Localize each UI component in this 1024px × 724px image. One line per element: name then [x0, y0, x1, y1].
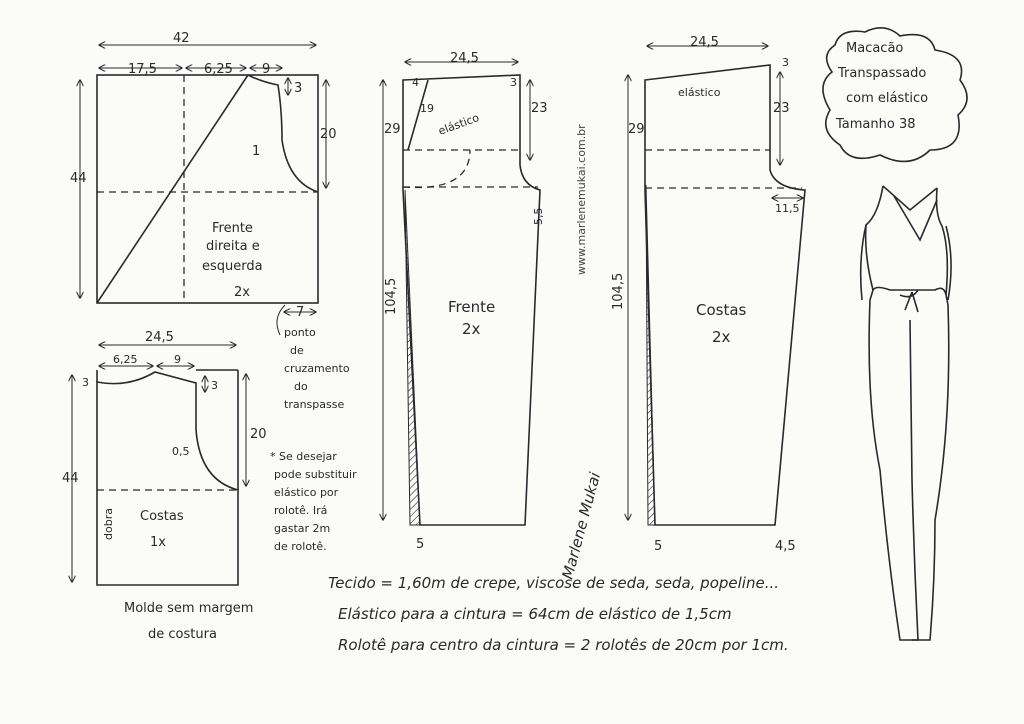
back-bodice-armhole-height: 20 — [250, 427, 267, 442]
back-pants-width: 24,5 — [690, 35, 719, 50]
title-cloud-2: com elástico — [846, 91, 928, 106]
back-pants-right: 3 — [782, 56, 789, 69]
front-bottom: 7 — [296, 305, 304, 320]
front-pants-count: 2x — [462, 320, 481, 338]
front-drop: 3 — [294, 81, 302, 96]
back-bodice-shoulder-drop: 3 — [211, 379, 218, 392]
elastic-note: Elástico para a cintura = 64cm de elásti… — [338, 605, 732, 623]
front-seg1: 17,5 — [128, 62, 157, 77]
front-pants-left: 4 — [412, 76, 419, 89]
jumpsuit-illustration-icon — [859, 185, 952, 641]
rolote-note-3: rolotê. Irá — [274, 504, 327, 517]
back-bodice-mark: 0,5 — [172, 445, 190, 458]
front-pants-right: 3 — [510, 76, 517, 89]
rolote-note-5: de rolotê. — [274, 540, 327, 553]
front-width-total: 42 — [173, 31, 190, 46]
front-pants-rise: 29 — [384, 122, 401, 137]
fold-label: dobra — [102, 508, 115, 540]
back-bodice-width: 24,5 — [145, 330, 174, 345]
back-bodice-label: Costas — [140, 509, 184, 524]
front-count: 2x — [234, 285, 250, 300]
title-cloud-0: Macacão — [846, 41, 903, 56]
front-label-1: Frente — [212, 221, 253, 236]
watermark: www.marlenemukai.com.br — [575, 124, 588, 275]
back-bodice-count: 1x — [150, 535, 166, 550]
front-mark: 1 — [252, 144, 260, 159]
front-seg2: 6,25 — [204, 62, 233, 77]
rolote-note-2: elástico por — [274, 486, 339, 499]
back-bodice-seg1: 6,25 — [113, 353, 138, 366]
no-seam-note-2: de costura — [148, 627, 217, 642]
crossing-note-4: transpasse — [284, 398, 344, 411]
back-pants-side: 23 — [773, 101, 790, 116]
title-cloud-1: Transpassado — [837, 66, 926, 81]
front-bodice-piece: 42 17,5 6,25 9 3 20 44 1 7 Frente direit… — [70, 31, 337, 320]
front-pants-width: 24,5 — [450, 51, 479, 66]
front-pants-hem: 5 — [416, 537, 424, 552]
title-cloud: Macacão Transpassado com elástico Tamanh… — [822, 27, 968, 163]
back-pants-hem-right: 4,5 — [775, 539, 796, 554]
back-pants-rise: 29 — [628, 122, 645, 137]
back-bodice-height: 44 — [62, 471, 79, 486]
front-seg3: 9 — [262, 62, 270, 77]
front-label-2: direita e — [206, 239, 260, 254]
fabric-note: Tecido = 1,60m de crepe, viscose de seda… — [328, 574, 779, 592]
rolote-note-1: pode substituir — [274, 468, 357, 481]
back-pants-label: Costas — [696, 301, 747, 319]
back-bodice-seg2: 9 — [174, 353, 181, 366]
front-pants-piece: 24,5 4 3 29 23 19 elástico 5,5 104,5 Fre… — [383, 51, 548, 552]
crossing-note-1: de — [290, 344, 304, 357]
back-pants-elastic: elástico — [678, 86, 721, 99]
front-pants-elastic: elástico — [437, 111, 482, 138]
signature: Marlene Mukai — [558, 470, 604, 581]
back-pants-length: 104,5 — [611, 273, 626, 310]
front-pants-crotch: 5,5 — [532, 208, 545, 226]
back-bodice-neck-drop: 3 — [82, 376, 89, 389]
crossing-note-0: ponto — [284, 326, 316, 339]
front-pants-label: Frente — [448, 298, 495, 316]
front-pants-dart: 19 — [420, 102, 434, 115]
rolote-note-4: gastar 2m — [274, 522, 330, 535]
back-pants-crotch: 11,5 — [775, 202, 800, 215]
back-pants-hem-left: 5 — [654, 539, 662, 554]
front-pants-length: 104,5 — [384, 278, 399, 315]
title-cloud-3: Tamanho 38 — [835, 117, 916, 132]
no-seam-note-1: Molde sem margem — [124, 601, 253, 616]
front-armhole-height: 20 — [320, 127, 337, 142]
crossing-note-2: cruzamento — [284, 362, 350, 375]
front-pants-side: 23 — [531, 101, 548, 116]
rolote-note: * Se desejar pode substituir elástico po… — [270, 450, 357, 553]
front-label-3: esquerda — [202, 259, 263, 274]
rolote-note-0: * Se desejar — [270, 450, 337, 463]
materials-notes: Tecido = 1,60m de crepe, viscose de seda… — [328, 574, 789, 654]
back-pants-count: 2x — [712, 328, 731, 346]
crossing-note: ponto de cruzamento do transpasse — [276, 304, 350, 411]
front-height: 44 — [70, 171, 87, 186]
crossing-note-3: do — [294, 380, 308, 393]
rolote-spec-note: Rolotê para centro da cintura = 2 rolotê… — [338, 636, 789, 654]
back-pants-piece: 24,5 3 elástico 29 23 11,5 104,5 Costas … — [611, 35, 806, 554]
back-bodice-piece: 24,5 6,25 9 3 3 20 44 0,5 dobra Costas 1… — [62, 330, 267, 586]
